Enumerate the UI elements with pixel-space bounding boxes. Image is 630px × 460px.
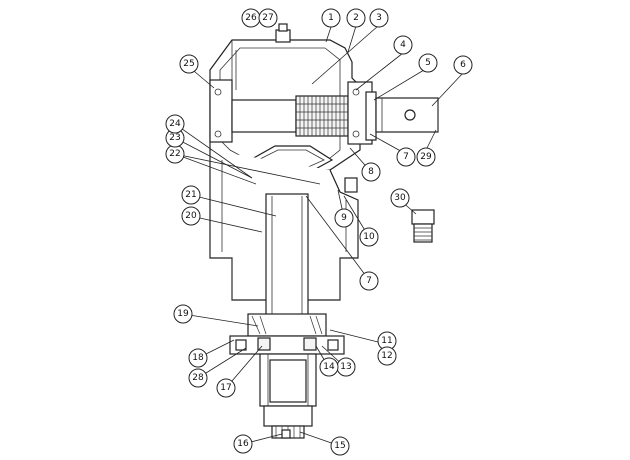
callout-14: 14 <box>319 357 339 377</box>
svg-text:27: 27 <box>262 13 273 23</box>
callout-3: 3 <box>369 8 389 28</box>
svg-text:5: 5 <box>425 58 431 68</box>
svg-text:13: 13 <box>340 362 351 372</box>
svg-text:9: 9 <box>341 213 347 223</box>
callout-4: 4 <box>393 35 413 55</box>
callout-29: 29 <box>416 147 436 167</box>
callout-24: 24 <box>165 114 185 134</box>
callout-28: 28 <box>188 368 208 388</box>
svg-text:15: 15 <box>334 441 345 451</box>
callout-10: 10 <box>359 227 379 247</box>
callout-25: 25 <box>179 54 199 74</box>
svg-text:25: 25 <box>183 59 194 69</box>
svg-text:24: 24 <box>169 119 181 129</box>
callout-5: 5 <box>418 53 438 73</box>
svg-text:7: 7 <box>403 152 409 162</box>
svg-text:30: 30 <box>394 193 406 203</box>
input-shaft-assembly <box>209 79 439 145</box>
callout-20: 20 <box>181 206 201 226</box>
svg-text:12: 12 <box>381 351 392 361</box>
callout-8: 8 <box>361 162 381 182</box>
breather-plug <box>275 23 291 43</box>
grease-fitting <box>411 209 435 243</box>
svg-text:3: 3 <box>376 13 382 23</box>
callout-9: 9 <box>334 208 354 228</box>
svg-text:14: 14 <box>323 362 335 372</box>
callout-21: 21 <box>181 185 201 205</box>
svg-text:19: 19 <box>177 309 189 319</box>
callout-17: 17 <box>216 378 236 398</box>
svg-text:20: 20 <box>185 211 197 221</box>
svg-text:16: 16 <box>237 439 249 449</box>
svg-text:21: 21 <box>185 190 196 200</box>
svg-text:29: 29 <box>420 152 432 162</box>
callout-22: 22 <box>165 144 185 164</box>
callout-30: 30 <box>390 188 410 208</box>
svg-text:17: 17 <box>220 383 231 393</box>
svg-text:23: 23 <box>169 133 180 143</box>
callout-12: 12 <box>377 346 397 366</box>
callout-7-lower: 7 <box>359 271 379 291</box>
callout-27: 27 <box>258 8 278 28</box>
callout-7-upper: 7 <box>396 147 416 167</box>
lower-bearing-flange <box>229 313 345 355</box>
callout-16: 16 <box>233 434 253 454</box>
svg-text:18: 18 <box>192 353 204 363</box>
output-boss <box>259 353 317 439</box>
svg-text:1: 1 <box>328 13 334 23</box>
callout-2: 2 <box>346 8 366 28</box>
callout-13: 13 <box>336 357 356 377</box>
callout-26: 26 <box>241 8 261 28</box>
svg-text:28: 28 <box>192 373 204 383</box>
svg-text:22: 22 <box>169 149 180 159</box>
svg-text:4: 4 <box>400 40 406 50</box>
svg-text:26: 26 <box>245 13 257 23</box>
svg-text:8: 8 <box>368 167 374 177</box>
callout-15: 15 <box>330 436 350 456</box>
svg-text:6: 6 <box>460 60 466 70</box>
callout-6: 6 <box>453 55 473 75</box>
callout-18: 18 <box>188 348 208 368</box>
callout-19: 19 <box>173 304 193 324</box>
svg-text:7: 7 <box>366 276 372 286</box>
svg-text:2: 2 <box>353 13 359 23</box>
svg-text:10: 10 <box>363 232 375 242</box>
svg-text:11: 11 <box>381 336 392 346</box>
callout-1: 1 <box>321 8 341 28</box>
